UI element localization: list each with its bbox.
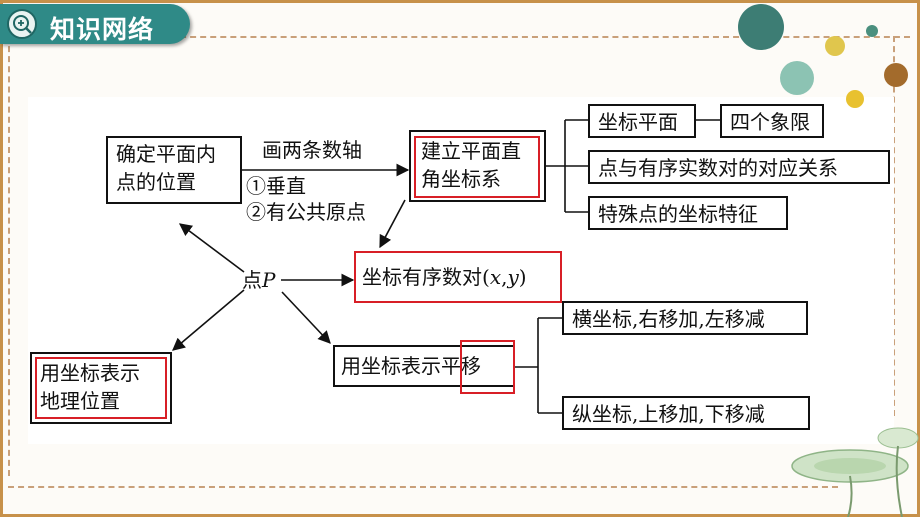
box-coord-system-line1: 建立平面直 xyxy=(421,139,521,163)
box-geo-location: 用坐标表示 地理位置 xyxy=(30,352,172,424)
box-coord-plane: 坐标平面 xyxy=(588,104,696,138)
ordered-pair-text: 坐标有序数对( xyxy=(362,265,490,289)
highlight-coord-system xyxy=(414,136,540,198)
page-title: 知识网络 xyxy=(50,15,155,44)
title-badge: 知识网络 xyxy=(0,4,190,44)
box-determine-line1: 确定平面内 xyxy=(116,142,216,166)
ordered-pair-x: x xyxy=(489,265,502,289)
box-translation: 用坐标表示平移 xyxy=(333,345,515,387)
decor-dot xyxy=(884,63,908,87)
dashed-border-bottom xyxy=(8,486,838,488)
ordered-pair-comma: , xyxy=(501,265,508,289)
box-determine-line2: 点的位置 xyxy=(116,170,196,194)
edge-condition-perpendicular: ①垂直 xyxy=(246,174,306,198)
dashed-border-right xyxy=(893,36,895,416)
point-p-variable: P xyxy=(262,268,276,292)
box-special-points: 特殊点的坐标特征 xyxy=(588,196,788,230)
box-correspondence: 点与有序实数对的对应关系 xyxy=(588,150,890,184)
decor-dot xyxy=(780,61,814,95)
highlight-geo-location xyxy=(35,357,167,419)
decor-dot xyxy=(738,4,784,50)
point-p-label: 点P xyxy=(242,266,275,294)
decor-dot xyxy=(846,90,864,108)
ordered-pair-y: y xyxy=(507,265,519,289)
box-geo-line2: 地理位置 xyxy=(40,389,120,413)
zoom-in-icon xyxy=(7,9,37,39)
point-p-text: 点 xyxy=(242,268,262,292)
box-ordered-pair: 坐标有序数对(x,y) xyxy=(354,251,562,303)
box-determine-position: 确定平面内 点的位置 xyxy=(106,136,242,204)
lotus-leaf-decoration xyxy=(791,427,919,517)
edge-label-axes: 画两条数轴 xyxy=(262,138,362,162)
box-coord-system-line2: 角坐标系 xyxy=(421,167,501,191)
edge-condition-common-origin: ②有公共原点 xyxy=(246,200,366,224)
box-quadrants: 四个象限 xyxy=(720,104,824,138)
dashed-border-top xyxy=(170,36,910,38)
ordered-pair-close: ) xyxy=(518,265,527,289)
box-coord-system: 建立平面直 角坐标系 xyxy=(409,130,546,202)
box-horizontal-rule: 横坐标,右移加,左移减 xyxy=(562,301,808,335)
box-geo-line1: 用坐标表示 xyxy=(40,361,140,385)
decor-dot xyxy=(866,25,878,37)
highlight-translation xyxy=(460,340,515,394)
translation-text: 用坐标表示 xyxy=(341,354,441,378)
decor-dot xyxy=(825,36,845,56)
box-vertical-rule: 纵坐标,上移加,下移减 xyxy=(562,396,810,430)
dashed-border-left xyxy=(8,36,10,476)
